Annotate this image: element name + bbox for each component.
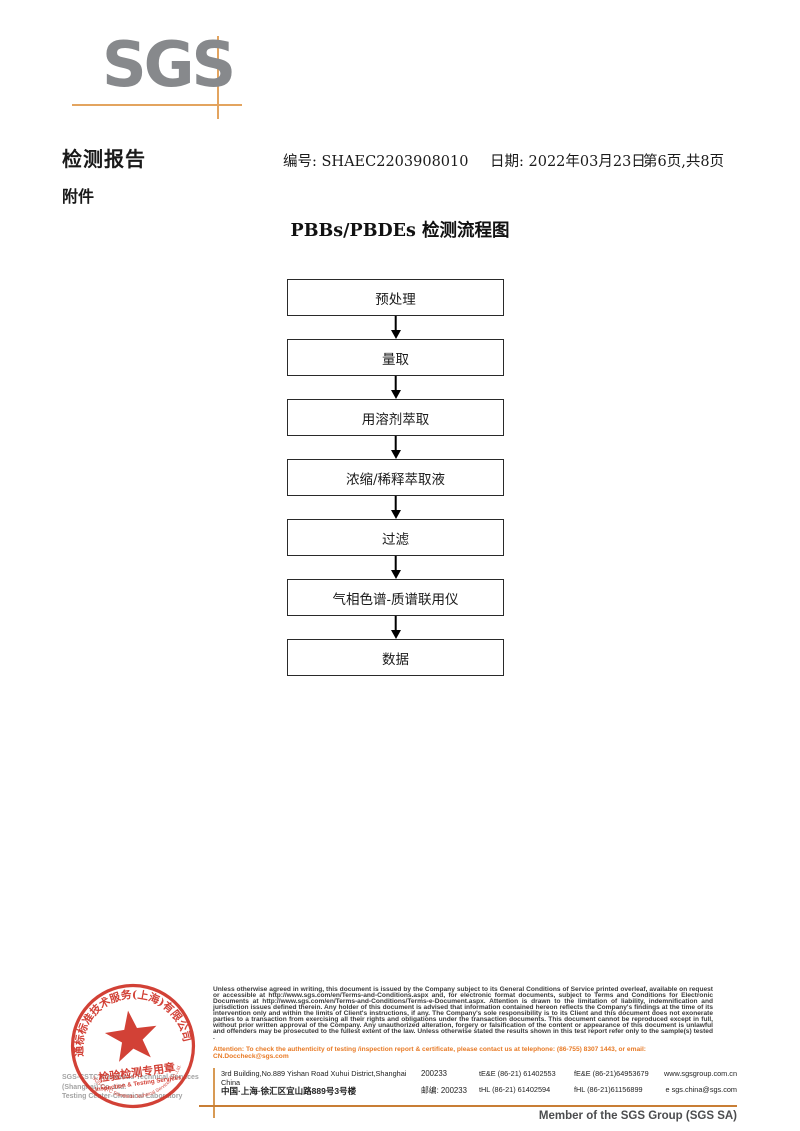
logo-crosshair-horizontal [72,104,242,106]
fax-cn: fHL (86-21)61156899 [574,1085,643,1094]
lab-company-line2: Testing Center-Chemical Laboratory [62,1093,183,1100]
flow-step-filter: 过滤 [287,519,504,556]
flow-step-pretreatment: 预处理 [287,279,504,316]
address-row-en: 3rd Building,No.889 Yishan Road Xuhui Di… [221,1069,737,1087]
down-arrow-icon [287,436,504,459]
postcode-en: 200233 [421,1069,448,1078]
address-en: 3rd Building,No.889 Yishan Road Xuhui Di… [221,1069,407,1087]
lab-company-name: SGS-CSTC Standards Technical Services (S… [62,1073,232,1102]
logo-crosshair-vertical [217,36,219,119]
email-address: e sgs.china@sgs.com [665,1085,738,1094]
phone-cn: tHL (86-21) 61402594 [479,1085,551,1094]
down-arrow-icon [287,496,504,519]
attachment-label: 附件 [62,187,95,206]
fax-en: fE&E (86-21)64953679 [574,1069,649,1078]
phone-en: tE&E (86-21) 61402553 [479,1069,556,1078]
down-arrow-icon [287,316,504,339]
address-row-cn: 中国·上海·徐汇区宜山路889号3号楼 邮编: 200233 tHL (86-2… [221,1085,737,1101]
flow-step-concentrate-dilute: 浓缩/稀释萃取液 [287,459,504,496]
flowchart: 预处理 量取 用溶剂萃取 浓缩/稀释萃取液 过滤 气相色谱-质谱联用仪 数据 [287,279,504,676]
address-divider-vertical [213,1068,215,1118]
report-title: 检测报告 [62,147,146,171]
lab-company-line1: SGS-CSTC Standards Technical Services (S… [62,1074,199,1091]
page-indicator: 第6页,共8页 [643,154,725,170]
report-number: 编号: SHAEC2203908010 [283,154,469,170]
address-block: 3rd Building,No.889 Yishan Road Xuhui Di… [221,1069,737,1101]
sgs-logo: SGS [70,30,250,125]
sgs-group-member-line: Member of the SGS Group (SGS SA) [538,1110,737,1122]
red-star-icon [104,1010,157,1062]
report-date: 日期: 2022年03月23日 [490,154,646,170]
sgs-logo-text: SGS [102,28,236,101]
website-url: www.sgsgroup.com.cn [664,1069,737,1078]
legal-terms-text: Unless otherwise agreed in writing, this… [213,986,713,1042]
flow-step-gcms: 气相色谱-质谱联用仪 [287,579,504,616]
address-cn: 中国·上海·徐汇区宜山路889号3号楼 [221,1086,357,1096]
postcode-cn: 邮编: 200233 [421,1086,467,1095]
flowchart-title: PBBs/PBDEs 检测流程图 [290,221,510,241]
down-arrow-icon [287,556,504,579]
flow-step-measure: 量取 [287,339,504,376]
attention-text: Attention: To check the authenticity of … [213,1046,646,1060]
down-arrow-icon [287,616,504,639]
down-arrow-icon [287,376,504,399]
flow-step-solvent-extraction: 用溶剂萃取 [287,399,504,436]
inspection-stamp: 通标标准技术服务(上海)有限公司 SGS-CSTC Standards Tech… [65,980,196,1109]
stamp-circle [70,983,196,1109]
flow-step-data: 数据 [287,639,504,676]
footer-divider-line [199,1105,737,1107]
